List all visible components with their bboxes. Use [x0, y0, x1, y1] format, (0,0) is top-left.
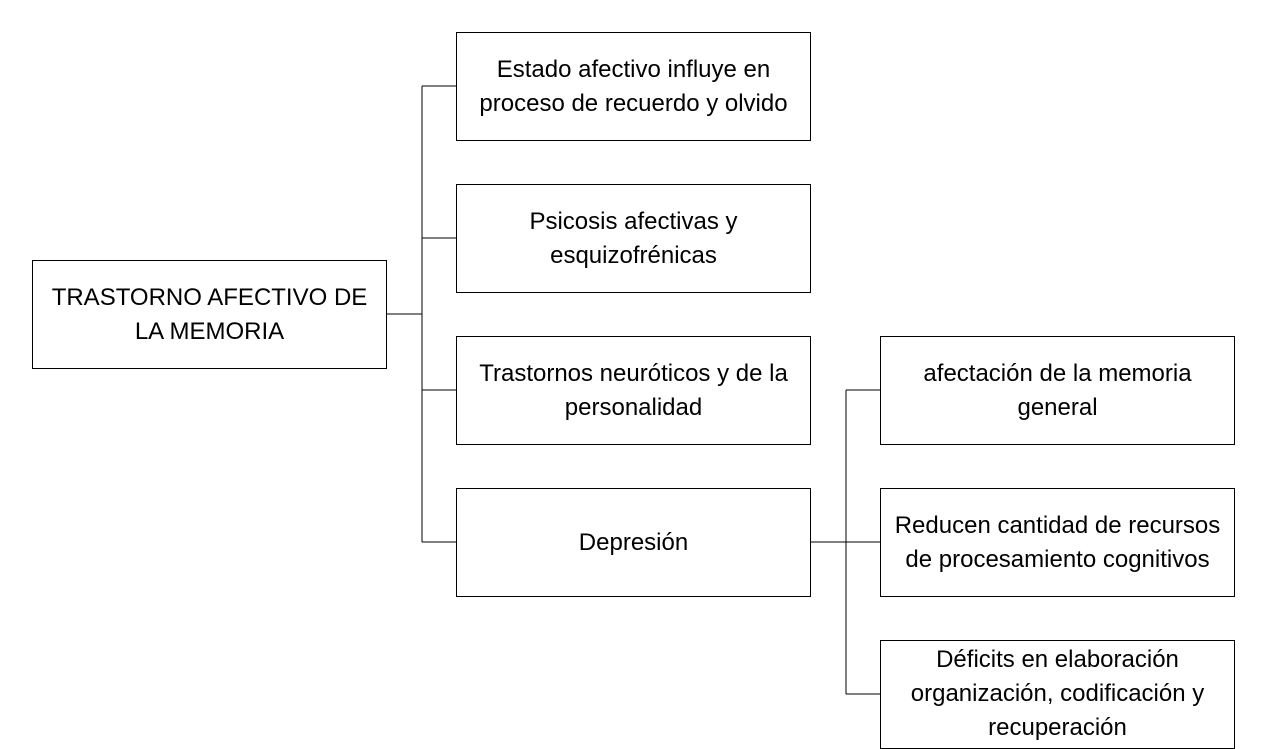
node-reducen-recursos-label: Reducen cantidad de recursos de procesam…: [894, 511, 1221, 573]
root-node-label: TRASTORNO AFECTIVO DE LA MEMORIA: [51, 283, 368, 345]
node-depresion: Depresión: [456, 488, 811, 597]
node-estado-afectivo-label: Estado afectivo influye en proceso de re…: [479, 55, 788, 117]
node-depresion-label: Depresión: [578, 528, 689, 556]
concept-diagram: TRASTORNO AFECTIVO DE LA MEMORIA Estado …: [32, 32, 1235, 749]
node-deficits-elaboracion-label: Déficits en elaboración organización, co…: [910, 646, 1205, 741]
node-trastornos-neuroticos-label: Trastornos neuróticos y de la personalid…: [479, 359, 788, 421]
node-psicosis-label: Psicosis afectivas y esquizofrénicas: [529, 207, 738, 269]
node-psicosis: Psicosis afectivas y esquizofrénicas: [456, 184, 811, 293]
node-trastornos-neuroticos: Trastornos neuróticos y de la personalid…: [456, 336, 811, 445]
root-node: TRASTORNO AFECTIVO DE LA MEMORIA: [32, 260, 387, 369]
node-reducen-recursos: Reducen cantidad de recursos de procesam…: [880, 488, 1235, 597]
node-afectacion-memoria-label: afectación de la memoria general: [923, 359, 1192, 421]
connector-lines: [387, 85, 880, 695]
node-deficits-elaboracion: Déficits en elaboración organización, co…: [880, 640, 1235, 749]
node-estado-afectivo: Estado afectivo influye en proceso de re…: [456, 32, 811, 141]
node-afectacion-memoria: afectación de la memoria general: [880, 336, 1235, 445]
